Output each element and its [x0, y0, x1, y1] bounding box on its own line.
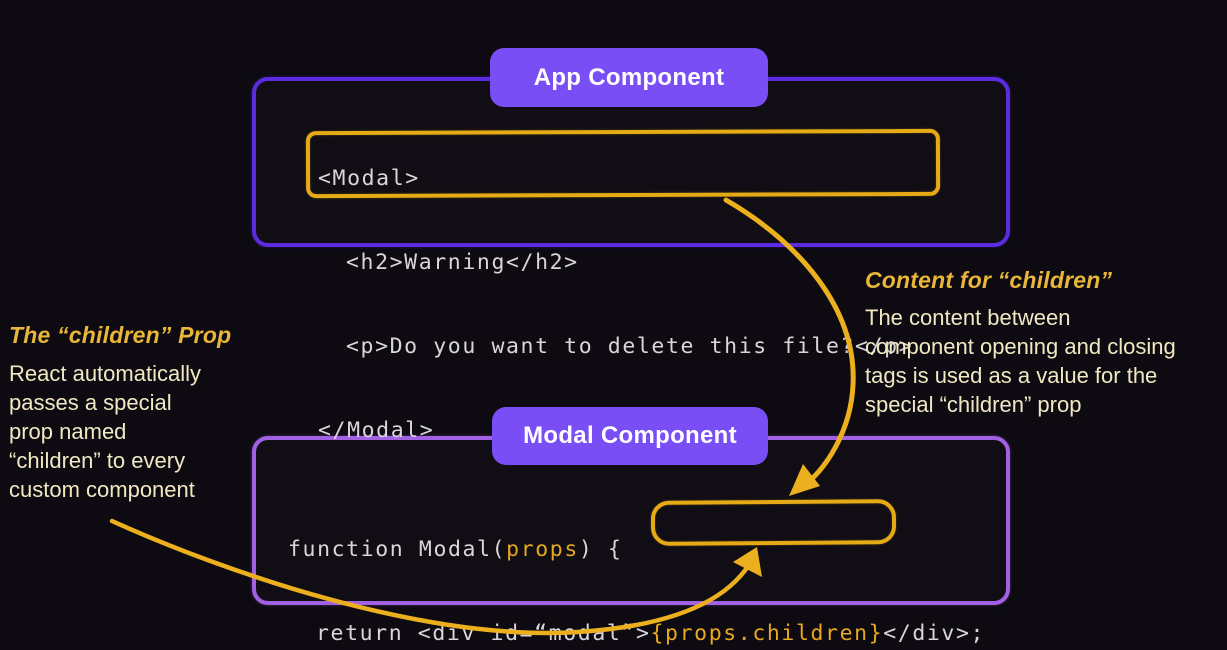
- modal-component-badge: Modal Component: [492, 407, 768, 465]
- app-component-badge: App Component: [490, 48, 768, 107]
- note-line: special “children” prop: [865, 392, 1082, 417]
- app-component-badge-label: App Component: [533, 63, 725, 91]
- note-line: custom component: [9, 477, 195, 502]
- props-token: props: [506, 537, 579, 562]
- note-line: “children” to every: [9, 448, 186, 473]
- code-line: <p>Do you want to delete this file?</p>: [346, 334, 914, 359]
- note-line: The content between: [865, 305, 1071, 330]
- props-children-token: {props.children}: [650, 621, 884, 646]
- code-line: </Modal>: [318, 418, 435, 443]
- note-line: passes a special: [9, 390, 172, 415]
- note-line: tags is used as a value for the: [865, 363, 1158, 388]
- modal-component-code: function Modal(props) { return <div id=“…: [288, 480, 985, 650]
- code-line: <Modal>: [318, 166, 420, 191]
- left-note-heading: The “children” Prop: [9, 322, 232, 348]
- code-line: return <div id=“modal”>{props.children}<…: [316, 621, 986, 646]
- left-note-body: React automatically passes a special pro…: [9, 359, 201, 504]
- note-line: component opening and closing: [865, 334, 1176, 359]
- code-line: <h2>Warning</h2>: [346, 250, 579, 275]
- note-line: React automatically: [9, 361, 201, 386]
- right-note-body: The content between component opening an…: [865, 303, 1176, 419]
- note-line: prop named: [9, 419, 127, 444]
- right-note-heading: Content for “children”: [865, 267, 1113, 293]
- code-line: function Modal(props) {: [288, 537, 623, 562]
- modal-component-badge-label: Modal Component: [523, 422, 737, 449]
